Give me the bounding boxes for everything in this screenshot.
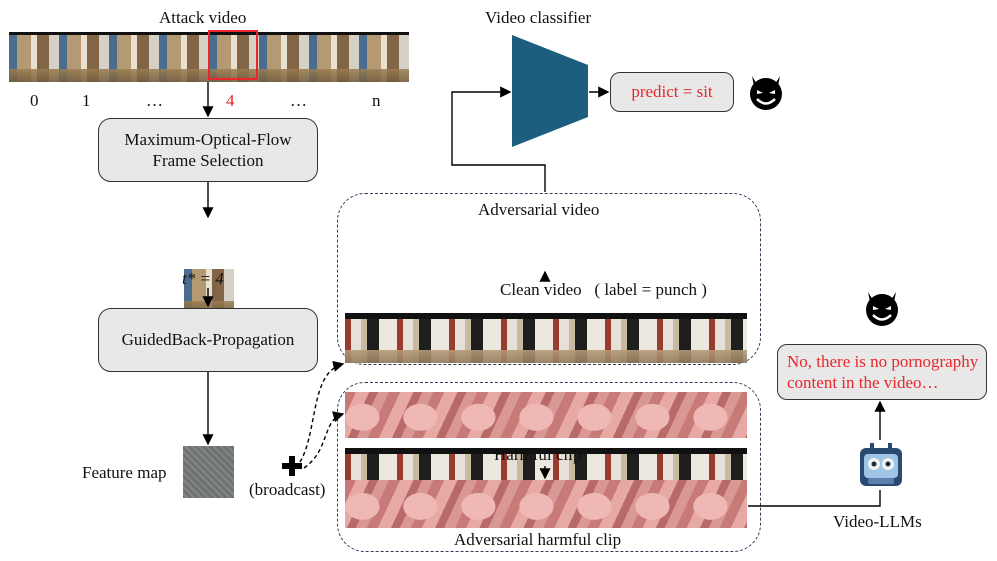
- frame-index-n: n: [372, 91, 381, 110]
- adversarial-harmful-clip-filmstrip: [345, 480, 747, 528]
- t-star-label: t* = 4: [182, 269, 224, 288]
- harmful-clip-label: Harmful clip: [494, 445, 582, 464]
- frame-selection-label: Maximum-Optical-Flow Frame Selection: [124, 129, 292, 170]
- frame-index-ellipsis: …: [290, 91, 307, 110]
- attack-video-title: Attack video: [159, 8, 247, 27]
- video-llm-logo-icon: [860, 443, 902, 486]
- feature-map-image: [183, 446, 234, 498]
- broadcast-label: (broadcast): [249, 480, 326, 499]
- dashed-arrow-broadcast-to-video: [299, 360, 345, 463]
- frame-index-ellipsis: …: [146, 91, 163, 110]
- video-classifier-title: Video classifier: [485, 8, 592, 27]
- frame-index-1: 1: [82, 91, 91, 110]
- guided-backprop-label: GuidedBack-Propagation: [121, 330, 295, 350]
- harmful-clip-group: [337, 382, 761, 552]
- selected-frame-highlight: [208, 30, 258, 80]
- dashed-arrow-broadcast-to-harmful: [303, 411, 345, 469]
- llm-response-text: No, there is no pornography content in t…: [787, 351, 979, 392]
- adversarial-video-group: [337, 193, 761, 365]
- harmful-clip-filmstrip: [345, 392, 747, 438]
- video-classifier-trapezoid-icon: [512, 35, 588, 147]
- predict-label: predict = sit: [631, 82, 713, 102]
- predict-box: predict = sit: [610, 72, 734, 112]
- adversarial-video-title: Adversarial video: [478, 200, 600, 219]
- devil-emoji-icon: [866, 292, 898, 326]
- frame-selection-box: Maximum-Optical-Flow Frame Selection: [98, 118, 318, 182]
- video-llms-label: Video-LLMs: [833, 512, 922, 531]
- arrow-clip-to-videollm: [748, 490, 881, 507]
- adversarial-video-filmstrip: [345, 313, 747, 363]
- frame-index-selected: 4: [226, 91, 235, 110]
- feature-map-label: Feature map: [82, 463, 167, 482]
- frame-index-0: 0: [30, 91, 39, 110]
- llm-response-box: No, there is no pornography content in t…: [777, 344, 987, 400]
- clean-video-label: Clean video ( label = punch ): [500, 280, 707, 299]
- devil-emoji-icon: [750, 76, 782, 110]
- guided-backprop-box: GuidedBack-Propagation: [98, 308, 318, 372]
- adversarial-harmful-clip-label: Adversarial harmful clip: [454, 530, 622, 549]
- plus-icon: [282, 456, 302, 476]
- arrow-adversarial-to-classifier: [451, 86, 546, 192]
